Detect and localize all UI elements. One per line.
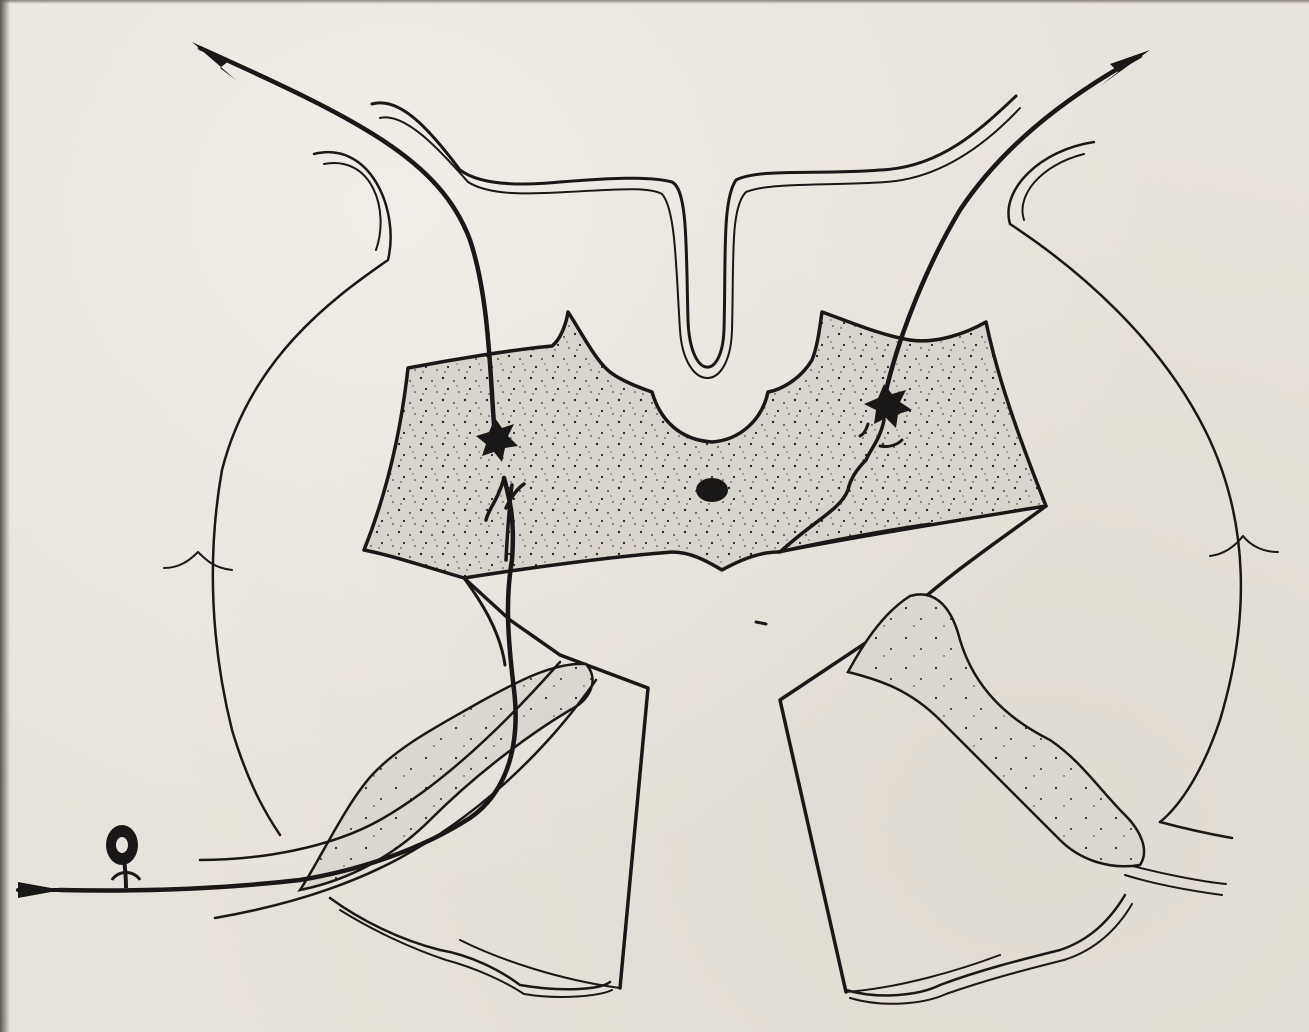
dorsal-root-ganglion (106, 825, 140, 888)
median-mark (756, 622, 766, 624)
ventral-horn-left (460, 578, 648, 988)
lateral-grey-horn-right (848, 594, 1144, 866)
right-arrowhead (1100, 50, 1150, 86)
central-canal (696, 478, 728, 502)
incoming-arrowhead (18, 882, 62, 898)
dorsal-root-entry-zone (300, 664, 593, 890)
grey-matter (364, 312, 1046, 578)
